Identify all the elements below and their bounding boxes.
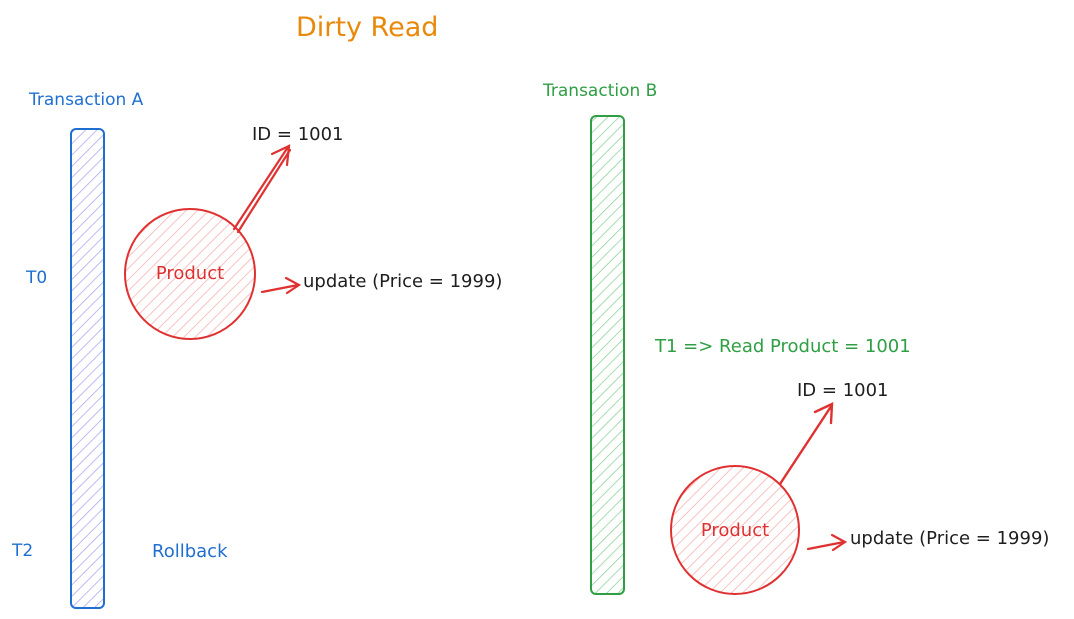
product-a-id-label: ID = 1001 (252, 124, 344, 145)
product-a-update-arrow (260, 276, 302, 295)
product-b-id-arrow (778, 402, 834, 486)
product-a-circle (124, 208, 256, 340)
transaction-b-label: Transaction B (542, 81, 657, 101)
product-b-circle (670, 465, 800, 595)
product-b-update-arrow (806, 533, 848, 552)
t0-label: T0 (25, 268, 47, 288)
transaction-a-timeline-bar (70, 128, 105, 609)
product-b-label: Product (701, 520, 769, 541)
transaction-a-label: Transaction A (28, 90, 144, 110)
product-a-label: Product (156, 263, 224, 284)
rollback-label: Rollback (152, 541, 228, 562)
t2-label: T2 (11, 541, 33, 561)
product-b-update-label: update (Price = 1999) (850, 528, 1049, 549)
diagram-title: Dirty Read (296, 12, 438, 43)
product-a-id-arrow (232, 144, 292, 234)
transaction-b-timeline-bar (590, 115, 625, 595)
product-a-update-label: update (Price = 1999) (303, 271, 502, 292)
product-b-id-label: ID = 1001 (797, 380, 889, 401)
t1-read-label: T1 => Read Product = 1001 (654, 336, 911, 357)
